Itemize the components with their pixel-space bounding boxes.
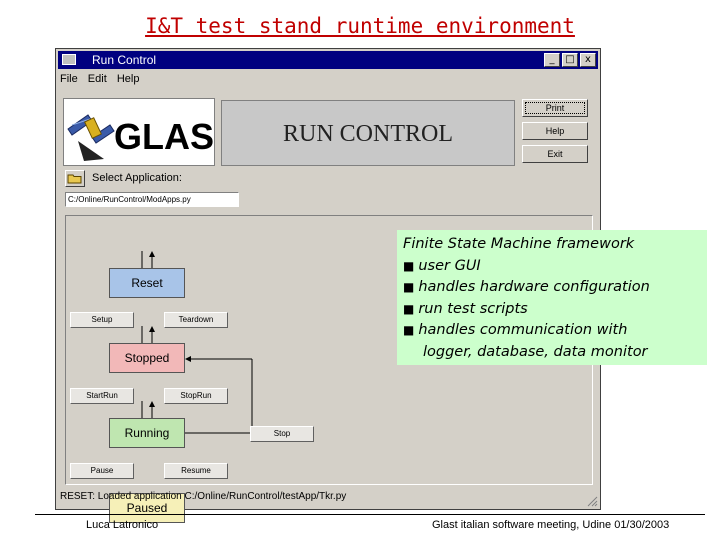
window-title: Run Control bbox=[92, 53, 157, 67]
bullet-icon: ■ bbox=[403, 301, 415, 316]
open-folder-button[interactable] bbox=[65, 170, 85, 187]
logo-text: GLAST bbox=[114, 116, 214, 157]
footer-divider bbox=[35, 514, 705, 515]
pause-button[interactable]: Pause bbox=[70, 463, 134, 479]
state-paused: Paused bbox=[109, 493, 185, 523]
print-button[interactable]: Print bbox=[522, 99, 588, 117]
exit-button[interactable]: Exit bbox=[522, 145, 588, 163]
footer-author: Luca Latronico bbox=[86, 519, 159, 531]
application-path-input[interactable]: C:/Online/RunControl/ModApps.py bbox=[65, 192, 239, 207]
callout-item: ■handles hardware configuration bbox=[403, 279, 650, 295]
glast-logo: GLAST bbox=[63, 98, 236, 166]
status-bar: RESET: Loaded application C:/Online/RunC… bbox=[60, 491, 347, 502]
window-titlebar[interactable]: Run Control _ □ x bbox=[58, 51, 598, 69]
menu-edit[interactable]: Edit bbox=[87, 73, 107, 85]
resume-button[interactable]: Resume bbox=[164, 463, 228, 479]
start-run-button[interactable]: StartRun bbox=[70, 388, 134, 404]
panel-title: RUN CONTROL bbox=[282, 121, 453, 147]
state-reset: Reset bbox=[109, 268, 185, 298]
callout-item: ■run test scripts bbox=[403, 300, 528, 317]
menu-file[interactable]: File bbox=[60, 73, 78, 85]
menu-bar: File Edit Help bbox=[60, 73, 146, 87]
close-button[interactable]: x bbox=[580, 53, 596, 67]
minimize-button[interactable]: _ bbox=[544, 53, 560, 67]
callout-item: ■handles communication with bbox=[403, 322, 628, 338]
state-running: Running bbox=[109, 418, 185, 448]
stop-button[interactable]: Stop bbox=[250, 426, 314, 442]
bullet-icon: ■ bbox=[403, 280, 415, 294]
setup-button[interactable]: Setup bbox=[70, 312, 134, 328]
callout-continuation: logger, database, data monitor bbox=[423, 343, 648, 360]
fsm-callout: Finite State Machine framework ■user GUI… bbox=[397, 230, 707, 365]
slide-title: I&T test stand runtime environment bbox=[145, 14, 575, 38]
menu-help[interactable]: Help bbox=[116, 73, 140, 85]
callout-item: ■user GUI bbox=[403, 257, 481, 274]
state-machine-panel: Reset Stopped Running Paused Setup Teard… bbox=[65, 215, 593, 523]
maximize-button[interactable]: □ bbox=[562, 53, 578, 67]
satellite-icon bbox=[67, 114, 115, 161]
footer-event: Glast italian software meeting, Udine 01… bbox=[432, 519, 670, 531]
help-button[interactable]: Help bbox=[522, 122, 588, 140]
folder-icon bbox=[67, 174, 82, 184]
bullet-icon: ■ bbox=[403, 258, 415, 273]
state-stopped: Stopped bbox=[109, 343, 185, 373]
window-app-icon bbox=[62, 54, 76, 65]
resize-grip-icon[interactable] bbox=[586, 495, 598, 507]
teardown-button[interactable]: Teardown bbox=[164, 312, 228, 328]
callout-title: Finite State Machine framework bbox=[403, 236, 635, 252]
select-application-label: Select Application: bbox=[92, 172, 182, 184]
stop-run-button[interactable]: StopRun bbox=[164, 388, 228, 404]
bullet-icon: ■ bbox=[403, 323, 415, 337]
run-control-header: RUN CONTROL bbox=[221, 100, 515, 166]
